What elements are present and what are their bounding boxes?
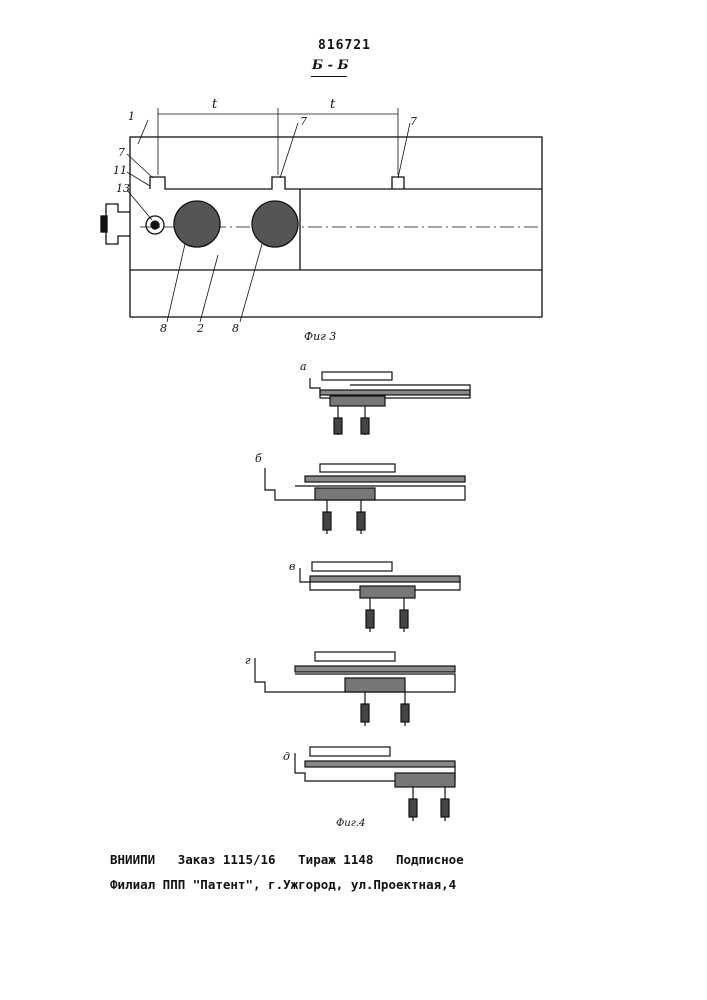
fig3-leader-8a [167, 244, 185, 322]
fig3-top-profile [150, 177, 300, 189]
fig3-screw-head [101, 216, 107, 232]
footer-publisher-address: Филиал ППП "Патент", г.Ужгород, ул.Проек… [110, 877, 456, 892]
fig3-slot-right [392, 177, 404, 189]
fig3-roller-left [174, 201, 220, 247]
fig3-label-8b: 8 [232, 322, 239, 335]
fig3-leader-1 [138, 120, 148, 144]
fig3-leader-7c [398, 123, 410, 178]
fig3-label-1: 1 [128, 110, 135, 123]
fig3-label-pitch-right: t [330, 97, 335, 112]
fig3-leader-13 [127, 190, 152, 220]
fig3-label-7a: 7 [118, 146, 125, 159]
fig4-stage-a [310, 372, 470, 435]
fig3-nut-inner [151, 221, 159, 229]
fig4-stage-g [255, 652, 455, 726]
fig3-drawing [101, 108, 542, 322]
fig3-label-8a: 8 [160, 322, 167, 335]
fig3-roller-right [252, 201, 298, 247]
fig3-label-7c: 7 [410, 115, 417, 128]
fig4-stage-label-d: д [283, 750, 290, 763]
fig3-screw [106, 204, 130, 244]
fig3-leader-2 [200, 255, 218, 322]
fig4-stage-b [265, 464, 465, 534]
fig4-stage-label-g: г [245, 654, 251, 667]
fig3-label-13: 13 [116, 182, 130, 195]
fig3-caption: Фиг 3 [304, 330, 336, 343]
fig4-stage-label-a: а [300, 360, 307, 373]
fig3-label-11: 11 [113, 164, 127, 177]
fig3-label-2: 2 [197, 322, 204, 335]
fig4-stage-d [295, 747, 455, 821]
fig3-label-7b: 7 [300, 115, 307, 128]
fig4-caption: Фиг.4 [336, 818, 365, 829]
fig4-stage-label-v: в [289, 560, 295, 573]
footer-print-info: ВНИИПИ Заказ 1115/16 Тираж 1148 Подписно… [110, 852, 464, 867]
fig3-leader-8b [240, 244, 262, 322]
fig3-leader-7b [280, 123, 298, 178]
fig4-stage-v [300, 562, 460, 632]
fig4-stage-label-b: б [255, 452, 262, 465]
fig3-label-pitch-left: t [212, 97, 217, 112]
